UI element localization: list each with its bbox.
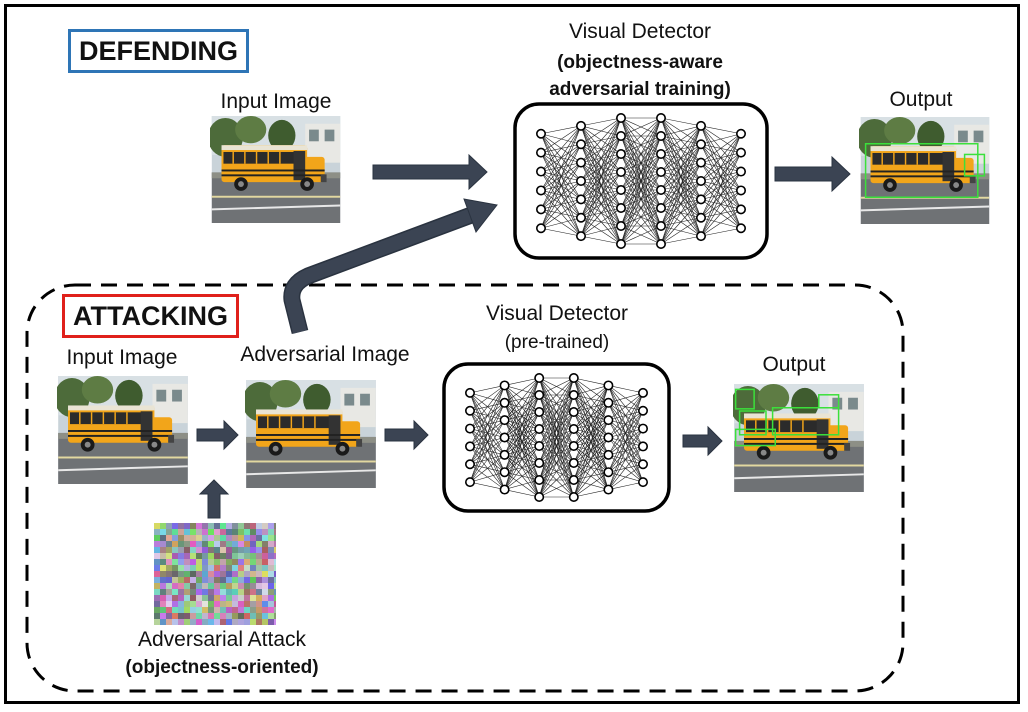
attacking-input-image	[57, 376, 189, 484]
arrow-noise-to-adversarial	[198, 479, 230, 519]
defending-detector-network	[513, 102, 769, 260]
attacking-detector-subtitle: (pre-trained)	[504, 332, 610, 353]
arrow-input-to-detector	[372, 153, 488, 191]
perturbation-noise-image	[154, 523, 276, 625]
attacking-detector-title: Visual Detector	[485, 302, 629, 325]
defending-input-image	[210, 116, 342, 223]
defending-input-label: Input Image	[220, 90, 332, 113]
arrow-input-to-adversarial	[196, 419, 239, 451]
defending-detector-subtitle-line2: adversarial training)	[549, 79, 731, 100]
arrow-detector-to-output	[774, 155, 851, 193]
defending-detector-title: Visual Detector	[568, 20, 712, 43]
attacking-output-label: Output	[762, 353, 826, 376]
arrow-adversarial-to-training	[283, 198, 498, 335]
defending-output-label: Output	[889, 88, 953, 111]
adversarial-image-label: Adversarial Image	[240, 343, 410, 366]
defending-output-image	[859, 117, 991, 224]
adversarial-attack-label: Adversarial Attack	[137, 628, 307, 651]
attacking-output-image	[733, 384, 865, 492]
attacking-detector-network	[442, 362, 671, 513]
arrow-adversarial-to-detector	[384, 419, 429, 451]
adversarial-attack-subtitle: (objectness-oriented)	[125, 657, 319, 678]
attacking-title: ATTACKING	[62, 294, 239, 338]
adversarial-image	[245, 380, 377, 488]
defending-title: DEFENDING	[68, 29, 250, 73]
arrow-detector-to-output-attacking	[682, 425, 723, 457]
attacking-region-border	[25, 283, 905, 693]
figure-frame	[4, 4, 1020, 704]
defending-detector-subtitle-line1: (objectness-aware	[557, 52, 723, 73]
attacking-input-label: Input Image	[66, 346, 178, 369]
